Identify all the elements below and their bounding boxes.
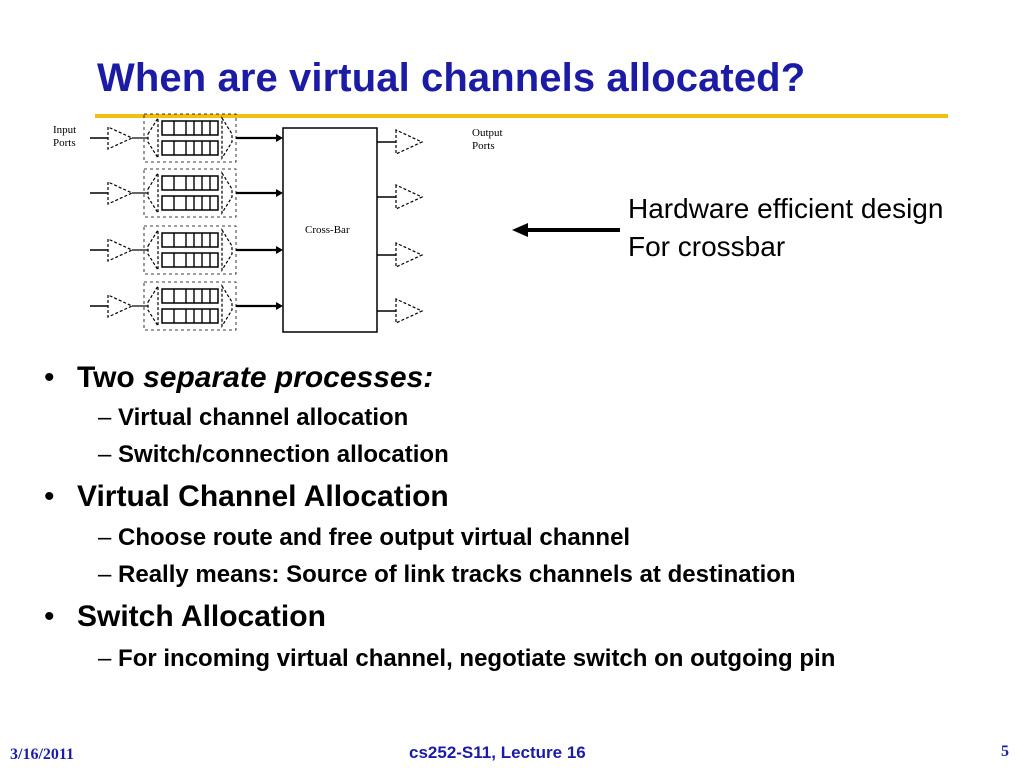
- vc-queue-2: [161, 308, 219, 324]
- title-divider: [95, 114, 948, 118]
- output-port-3: [377, 242, 424, 268]
- vc-queue-2: [161, 195, 219, 211]
- output-buffer-icon: [395, 129, 424, 155]
- sub-bullet-text: Virtual channel allocation: [118, 404, 409, 431]
- sub-bullet-really-means: – Really means: Source of link tracks ch…: [98, 561, 796, 589]
- sub-bullet-marker: –: [98, 524, 112, 551]
- input-port-3: [90, 225, 283, 275]
- crossbar-label: Cross-Bar: [305, 224, 350, 236]
- sub-bullet-text: Really means: Source of link tracks chan…: [118, 561, 796, 588]
- input-port-2: [90, 168, 283, 218]
- input-ports-label-line2: Ports: [53, 137, 76, 149]
- output-ports-label-line1: Output: [472, 127, 503, 139]
- buffer-triangle-icon: [107, 294, 134, 318]
- demux-shape: [147, 170, 159, 216]
- input-ports-group: [90, 113, 283, 331]
- slide-title: When are virtual channels allocated?: [97, 56, 806, 100]
- sub-bullet-text: Choose route and free output virtual cha…: [118, 524, 631, 551]
- bullet-text: Switch Allocation: [77, 600, 326, 633]
- vc-queue-2: [161, 252, 219, 268]
- left-arrow: [512, 223, 620, 237]
- buffer-triangle-icon: [107, 238, 134, 262]
- vc-queue-1: [161, 288, 219, 304]
- arrowhead-icon: [276, 302, 283, 310]
- mux-shape: [221, 115, 233, 161]
- annotation-line-2: For crossbar: [628, 231, 786, 262]
- vc-queue-1: [161, 175, 219, 191]
- output-port-2: [377, 184, 424, 210]
- vc-queue-2: [161, 140, 219, 156]
- input-port-4: [90, 281, 283, 331]
- arrowhead-icon: [276, 189, 283, 197]
- crossbar-box: [282, 127, 378, 333]
- demux-shape: [147, 283, 159, 329]
- bullet-marker: •: [44, 480, 55, 513]
- footer-date: 3/16/2011: [10, 746, 75, 763]
- bullet-emphasis: separate processes:: [143, 361, 434, 394]
- output-port-1: [377, 129, 424, 155]
- bullet-marker: •: [44, 361, 55, 394]
- sub-bullet-incoming-vc: – For incoming virtual channel, negotiat…: [98, 645, 835, 673]
- sub-bullet-marker: –: [98, 441, 112, 468]
- sub-bullet-marker: –: [98, 561, 112, 588]
- sub-bullet-text: For incoming virtual channel, negotiate …: [118, 645, 836, 672]
- arrowhead-icon: [276, 134, 283, 142]
- output-buffer-icon: [395, 242, 424, 268]
- mux-shape: [221, 227, 233, 273]
- input-port-1: [90, 113, 283, 163]
- output-buffer-icon: [395, 184, 424, 210]
- bullet-text: Two: [77, 361, 144, 394]
- footer-page-number: 5: [1001, 743, 1009, 760]
- output-ports-group: [377, 129, 424, 324]
- arrowhead-icon: [276, 246, 283, 254]
- bullet-vc-allocation: • Virtual Channel Allocation: [44, 480, 449, 514]
- sub-bullet-marker: –: [98, 645, 112, 672]
- sub-bullet-text: Switch/connection allocation: [118, 441, 449, 468]
- demux-shape: [147, 115, 159, 161]
- output-buffer-icon: [395, 298, 424, 324]
- mux-shape: [221, 283, 233, 329]
- buffer-triangle-icon: [107, 126, 134, 150]
- sub-bullet-vc-allocation: – Virtual channel allocation: [98, 404, 408, 432]
- bullet-text: Virtual Channel Allocation: [77, 480, 449, 513]
- sub-bullet-choose-route: – Choose route and free output virtual c…: [98, 524, 630, 552]
- vc-queue-1: [161, 232, 219, 248]
- output-ports-label-line2: Ports: [472, 140, 495, 152]
- bullet-two-processes: • Two separate processes:: [44, 361, 433, 395]
- router-diagram: Input Ports Output Ports Cross-Bar: [53, 113, 620, 333]
- bullet-switch-allocation: • Switch Allocation: [44, 600, 326, 634]
- annotation-line-1: Hardware efficient design: [628, 193, 944, 224]
- input-ports-label-line1: Input: [53, 124, 76, 136]
- demux-shape: [147, 227, 159, 273]
- sub-bullet-switch-allocation: – Switch/connection allocation: [98, 441, 449, 469]
- annotation-text: Hardware efficient design For crossbar: [628, 190, 943, 266]
- output-port-4: [377, 298, 424, 324]
- footer-course: cs252-S11, Lecture 16: [409, 743, 586, 762]
- sub-bullet-marker: –: [98, 404, 112, 431]
- buffer-triangle-icon: [107, 181, 134, 205]
- vc-queue-1: [161, 120, 219, 136]
- bullet-marker: •: [44, 600, 55, 633]
- mux-shape: [221, 170, 233, 216]
